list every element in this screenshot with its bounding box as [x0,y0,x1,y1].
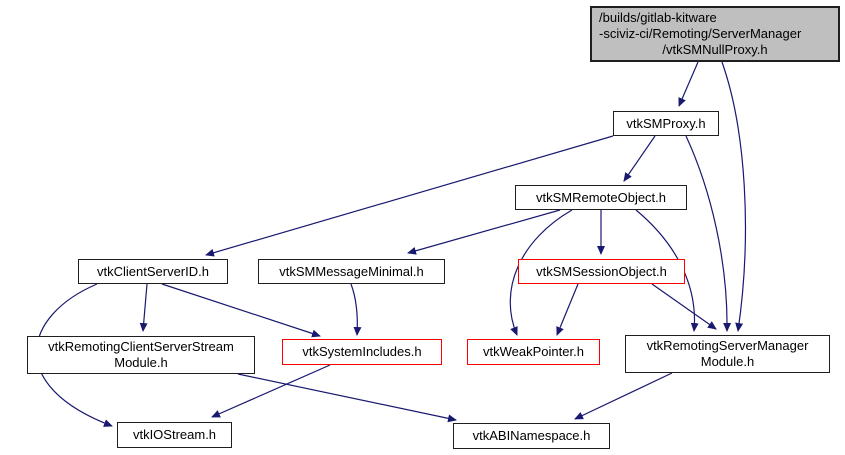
edge-nullproxy-to-smproxy [678,61,699,107]
edge-smproxy-to-smremoteobject [623,135,656,182]
node-nullproxy-label-line-2: -sciviz-ci/Remoting/ServerManager [599,26,802,42]
edge-smproxy-to-remotingservermanagermodule [685,135,732,332]
edge-smsessionobject-to-remotingservermanagermodule [651,283,717,330]
node-abinamespace[interactable]: vtkABINamespace.h [453,423,610,449]
node-iostream[interactable]: vtkIOStream.h [117,422,232,448]
edge-systemincludes-to-iostream [211,364,331,418]
node-systemincludes[interactable]: vtkSystemIncludes.h [282,339,442,365]
node-smproxy-label-line-1: vtkSMProxy.h [626,115,706,131]
node-systemincludes-label-line-1: vtkSystemIncludes.h [302,344,422,360]
node-smsessionobject-label-line-1: vtkSMSessionObject.h [536,263,667,279]
node-weakpointer[interactable]: vtkWeakPointer.h [467,339,600,365]
edge-smremoteobject-to-smmessageminimal [407,209,561,255]
node-nullproxy[interactable]: /builds/gitlab-kitware-sciviz-ci/Remotin… [590,6,840,62]
node-remotingclientserverstreammodule-label-line-1: vtkRemotingClientServerStream [48,339,234,355]
node-weakpointer-label-line-1: vtkWeakPointer.h [483,344,584,360]
node-smmessageminimal-label-line-1: vtkSMMessageMinimal.h [279,263,424,279]
edge-remotingclientserverstreammodule-to-abinamespace [237,373,457,423]
node-nullproxy-label-line-1: /builds/gitlab-kitware [599,10,717,26]
node-clientserverid-label-line-1: vtkClientServerID.h [97,263,209,279]
node-iostream-label-line-1: vtkIOStream.h [132,427,217,443]
edge-clientserverid-to-systemincludes [161,283,321,338]
node-nullproxy-label-line-3: /vtkSMNullProxy.h [662,41,768,57]
edge-smmessageminimal-to-systemincludes [350,283,362,336]
node-smremoteobject-label-line-1: vtkSMRemoteObject.h [535,189,667,205]
node-smmessageminimal[interactable]: vtkSMMessageMinimal.h [258,259,445,284]
edge-clientserverid-to-remotingclientserverstreammodule [139,283,148,332]
edge-nullproxy-to-remotingservermanagermodule [721,61,747,332]
edge-remotingservermanagermodule-to-abinamespace [574,372,673,420]
node-smremoteobject[interactable]: vtkSMRemoteObject.h [515,185,687,210]
node-remotingclientserverstreammodule-label-line-2: Module.h [114,355,168,370]
node-remotingservermanagermodule-label-line-1: vtkRemotingServerManager [646,338,809,354]
edge-smproxy-to-clientserverid [205,135,614,257]
node-smproxy[interactable]: vtkSMProxy.h [613,111,719,136]
edge-smsessionobject-to-weakpointer [556,283,579,336]
node-remotingservermanagermodule-label-line-2: Module.h [700,354,755,369]
node-abinamespace-label-line-1: vtkABINamespace.h [472,428,591,444]
node-clientserverid[interactable]: vtkClientServerID.h [78,259,228,284]
node-smsessionobject[interactable]: vtkSMSessionObject.h [518,259,685,284]
